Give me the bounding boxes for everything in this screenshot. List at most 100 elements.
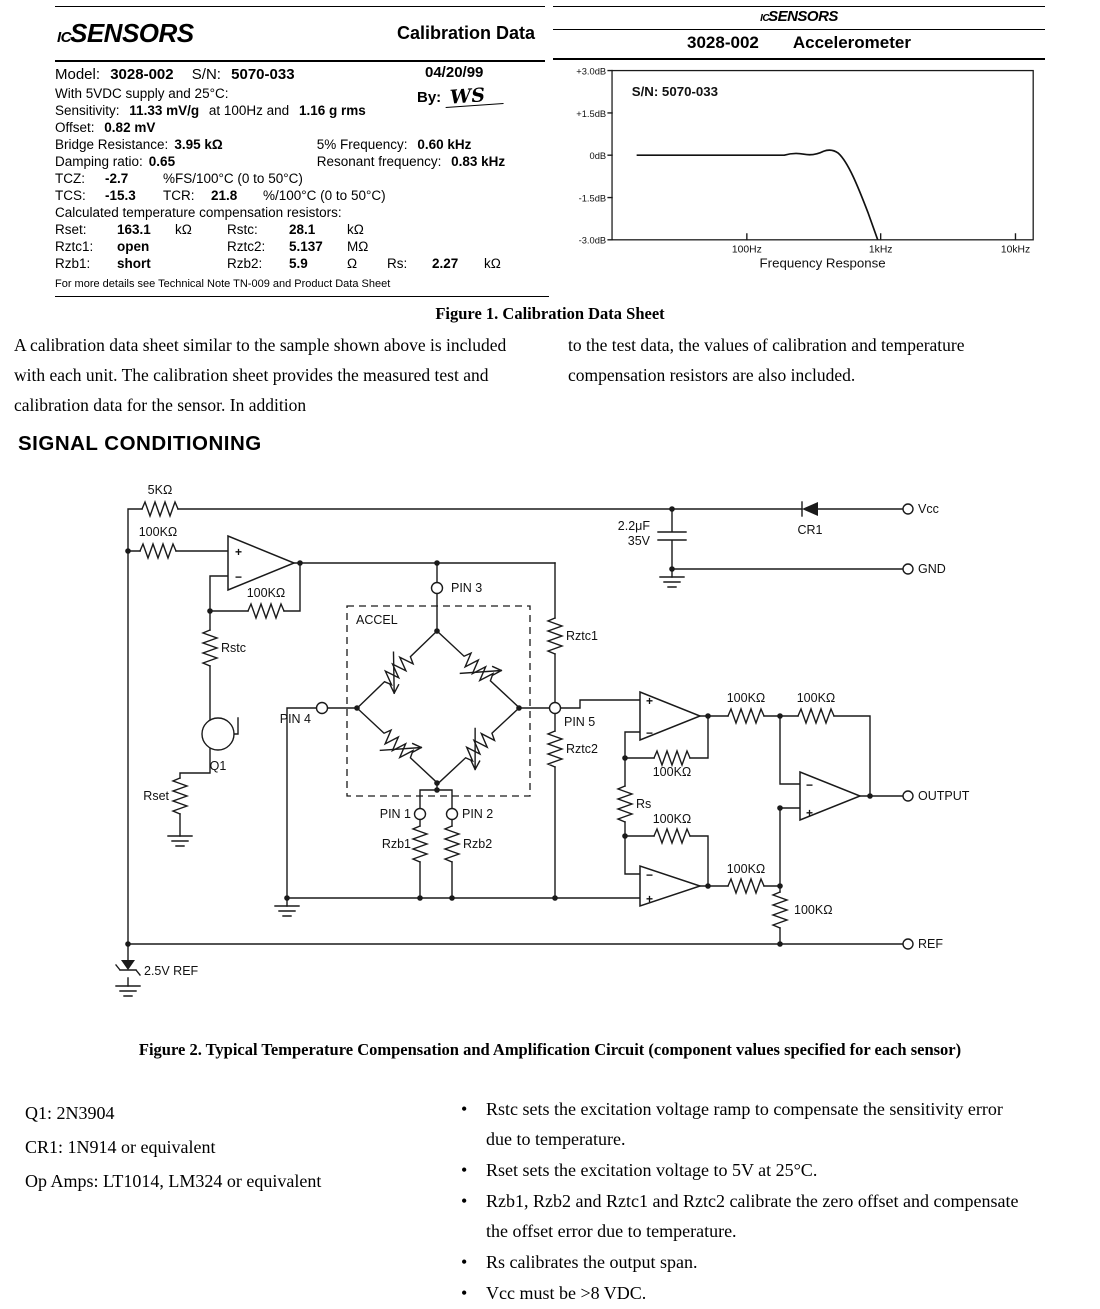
bridge-label: Bridge Resistance: (55, 137, 169, 152)
rztc2-value: 5.137 (289, 239, 323, 254)
section-heading: SIGNAL CONDITIONING (18, 432, 262, 455)
a1-plus-sign: + (235, 545, 242, 559)
resistor-rs (615, 785, 635, 823)
model-sn-line: Model: 3028-002 S/N: 5070-033 (55, 64, 549, 85)
a1-minus-sign: − (235, 570, 242, 584)
offset-line: Offset: 0.82 mV (55, 119, 549, 136)
chart-x-axis-title: Frequency Response (760, 255, 886, 270)
resistor-100k-input (139, 541, 177, 561)
a3-minus-sign: − (646, 868, 653, 882)
resistor-rztc2 (545, 730, 565, 768)
label-pin3: PIN 3 (451, 581, 482, 595)
diode-cr1 (801, 501, 818, 517)
bullet-vcc: Vcc must be >8 VDC. (452, 1278, 1032, 1308)
resistor-5k (141, 499, 179, 519)
bullet-rzb: Rzb1, Rzb2 and Rztc1 and Rztc2 calibrate… (452, 1186, 1032, 1246)
freq5-value: 0.60 kHz (417, 137, 472, 152)
y-tick-4: -3.0dB (579, 236, 606, 246)
rzb1-label: Rzb1: (55, 256, 91, 271)
ic-sensors-logo-small: IC SENSORS (760, 7, 838, 29)
signature: WS (444, 84, 504, 109)
resistor-100k-a2-output (727, 706, 765, 726)
chart-serial-number: S/N: 5070-033 (632, 84, 718, 99)
resistor-100k-a2-feedback (653, 748, 691, 768)
gnd-terminal (902, 563, 914, 575)
offset-label: Offset: (55, 120, 95, 135)
pin2-terminal (445, 807, 459, 821)
y-tick-1: +1.5dB (576, 109, 606, 119)
label-rztc2: Rztc2 (566, 742, 598, 756)
sn-value: 5070-033 (231, 66, 295, 83)
bridge-arms (356, 630, 520, 785)
a2-plus-sign: + (646, 694, 653, 708)
rs-unit: kΩ (484, 256, 501, 271)
y-tick-0: +3.0dB (576, 67, 606, 77)
damping-value: 0.65 (148, 154, 176, 169)
logo-sensors-text: SENSORS (768, 8, 838, 25)
circuit-svg: + − + − − + − + (115, 483, 970, 997)
ic-sensors-logo: IC SENSORS (57, 18, 194, 49)
figure1-caption: Figure 1. Calibration Data Sheet (435, 304, 665, 323)
resistor-rztc1 (545, 617, 565, 655)
sensitivity-label: Sensitivity: (55, 103, 120, 118)
op-amp-a3 (639, 864, 703, 908)
response-curve (636, 149, 879, 241)
tcz-units: %FS/100°C (0 to 50°C) (163, 171, 303, 186)
bridge-arm-bottom-right (436, 707, 520, 785)
x-tick-2: 10kHz (1001, 245, 1030, 256)
frequency-response-chart: +3.0dB +1.5dB 0dB -1.5dB -3.0dB S/N: 507… (553, 60, 1045, 274)
bridge-freq-line: Bridge Resistance:3.95 kΩ 5% Frequency: … (55, 136, 549, 153)
tcz-label: TCZ: (55, 171, 85, 186)
body-paragraph-left: A calibration data sheet similar to the … (14, 335, 507, 415)
rstc-unit: kΩ (347, 222, 364, 237)
comp-header-text: Calculated temperature compensation resi… (55, 205, 342, 220)
tcz-value: -2.7 (105, 171, 129, 186)
calibration-sheet-header-right: IC SENSORS 3028-002 Accelerometer (553, 6, 1045, 62)
rzb2-value: 5.9 (289, 256, 308, 271)
by-label: By: (417, 89, 442, 106)
supply-line: With 5VDC supply and 25°C: (55, 85, 549, 102)
logo-sensors-text: SENSORS (70, 18, 194, 48)
y-tick-3: -1.5dB (579, 193, 606, 203)
resistor-100k-to-ref (770, 891, 790, 929)
product-name: Accelerometer (792, 33, 911, 52)
label-ref: REF (918, 937, 943, 951)
pin5-terminal (548, 701, 562, 715)
zener-2v5-ref (115, 960, 141, 976)
ground-zener (115, 985, 141, 997)
bridge-value: 3.95 kΩ (174, 137, 223, 152)
damping-label: Damping ratio: (55, 154, 143, 169)
circuit-labels: 5KΩ 100KΩ 100KΩ Rstc Q1 Rset ACCEL PIN 3… (139, 483, 970, 978)
pin4-terminal (315, 701, 329, 715)
bullet-rstc: Rstc sets the excitation voltage ramp to… (452, 1094, 1032, 1154)
rztc1-value: open (117, 239, 150, 254)
rs-value: 2.27 (432, 256, 459, 271)
resistor-100k-a3-feedback (653, 826, 691, 846)
label-pin1: PIN 1 (380, 807, 411, 821)
label-2v5-ref: 2.5V REF (144, 964, 199, 978)
tcz-line: TCZ: -2.7 %FS/100°C (0 to 50°C) (55, 170, 549, 187)
accel-dashed-box (346, 605, 531, 797)
label-rs: Rs (636, 797, 651, 811)
resistor-100k-a1-feedback (247, 601, 285, 621)
sensitivity-value-2: 1.16 g rms (298, 103, 366, 118)
rset-value: 163.1 (117, 222, 151, 237)
label-100k-a2-output: 100KΩ (727, 691, 766, 705)
bullet-rs: Rs calibrates the output span. (452, 1247, 1032, 1277)
output-terminal (902, 790, 914, 802)
offset-value: 0.82 mV (104, 120, 156, 135)
label-gnd: GND (918, 562, 946, 576)
rset-label: Rset: (55, 222, 87, 237)
rztc1-label: Rztc1: (55, 239, 94, 254)
label-100k-a3-output: 100KΩ (727, 862, 766, 876)
note-cr1: CR1: 1N914 or equivalent (25, 1137, 216, 1157)
resistor-rzb2 (442, 825, 462, 863)
label-100k-a3-feedback: 100KΩ (653, 812, 692, 826)
transistor-q1 (201, 717, 235, 751)
resistors (139, 499, 835, 929)
date-value: 04/20/99 (425, 64, 484, 81)
bridge-arm-bottom-left (356, 707, 440, 785)
y-tick-2: 0dB (590, 151, 607, 161)
